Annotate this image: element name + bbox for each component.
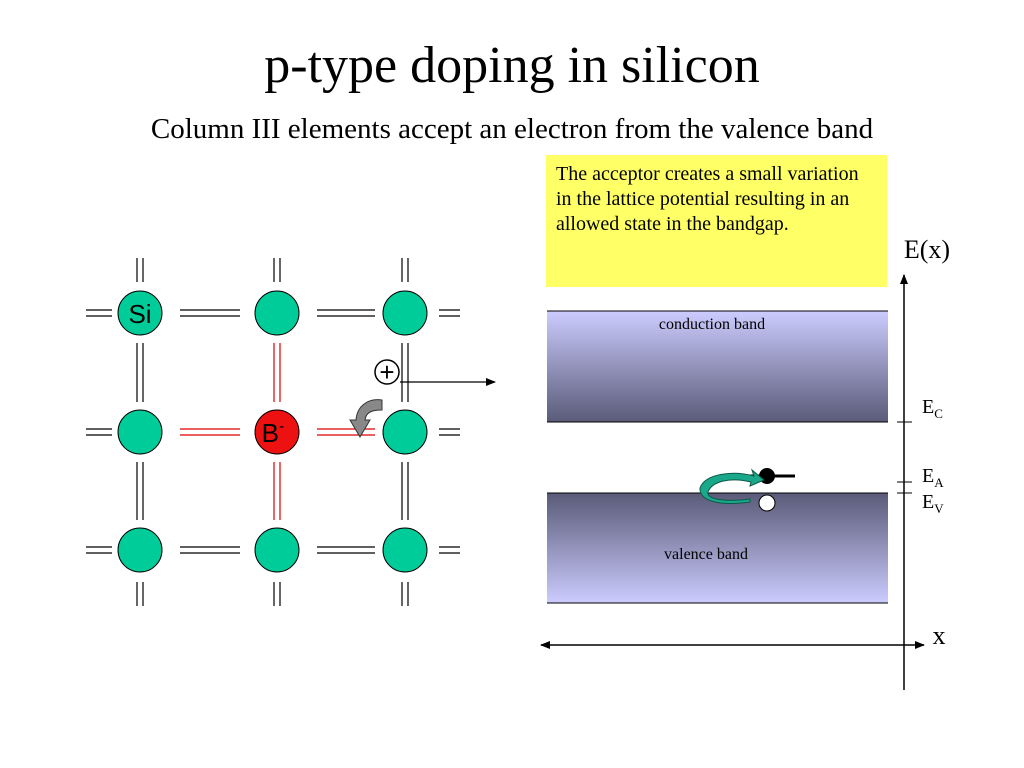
valence-band-label: valence band bbox=[664, 546, 748, 563]
conduction-band-label: conduction band bbox=[659, 316, 765, 333]
position-axis-label: x bbox=[933, 621, 946, 650]
boron-label: B- bbox=[262, 418, 285, 448]
energy-axis-label: E(x) bbox=[904, 235, 950, 264]
capture-arrow-icon bbox=[349, 399, 383, 438]
ev-label: EV bbox=[922, 491, 944, 516]
silicon-atom-r0-c0 bbox=[117, 290, 163, 336]
excitation-arrow-icon bbox=[699, 468, 765, 504]
silicon-atom-r2-c2 bbox=[382, 527, 428, 573]
hole-dot bbox=[758, 494, 776, 512]
valence-band bbox=[547, 493, 888, 603]
boron-atom bbox=[254, 409, 300, 455]
silicon-atom-r0-c2 bbox=[382, 290, 428, 336]
hole-circle bbox=[374, 359, 400, 385]
ea-label: EA bbox=[922, 465, 944, 490]
lattice-bonds bbox=[86, 258, 460, 606]
lattice-atoms: SiB- bbox=[117, 290, 428, 573]
silicon-atom-r2-c0 bbox=[117, 527, 163, 573]
hole-marker: + bbox=[374, 357, 496, 387]
silicon-atom-r0-c1 bbox=[254, 290, 300, 336]
conduction-band bbox=[547, 311, 888, 422]
silicon-label: Si bbox=[128, 299, 151, 329]
page-subtitle: Column III elements accept an electron f… bbox=[150, 113, 874, 145]
page-title: p-type doping in silicon bbox=[264, 37, 760, 94]
silicon-atom-r2-c1 bbox=[254, 527, 300, 573]
acceptor-note-box: The acceptor creates a small variation i… bbox=[546, 155, 887, 287]
silicon-atom-r1-c0 bbox=[117, 409, 163, 455]
ec-label: EC bbox=[922, 396, 943, 421]
silicon-atom-r1-c2 bbox=[382, 409, 428, 455]
hole-symbol: + bbox=[379, 357, 394, 387]
